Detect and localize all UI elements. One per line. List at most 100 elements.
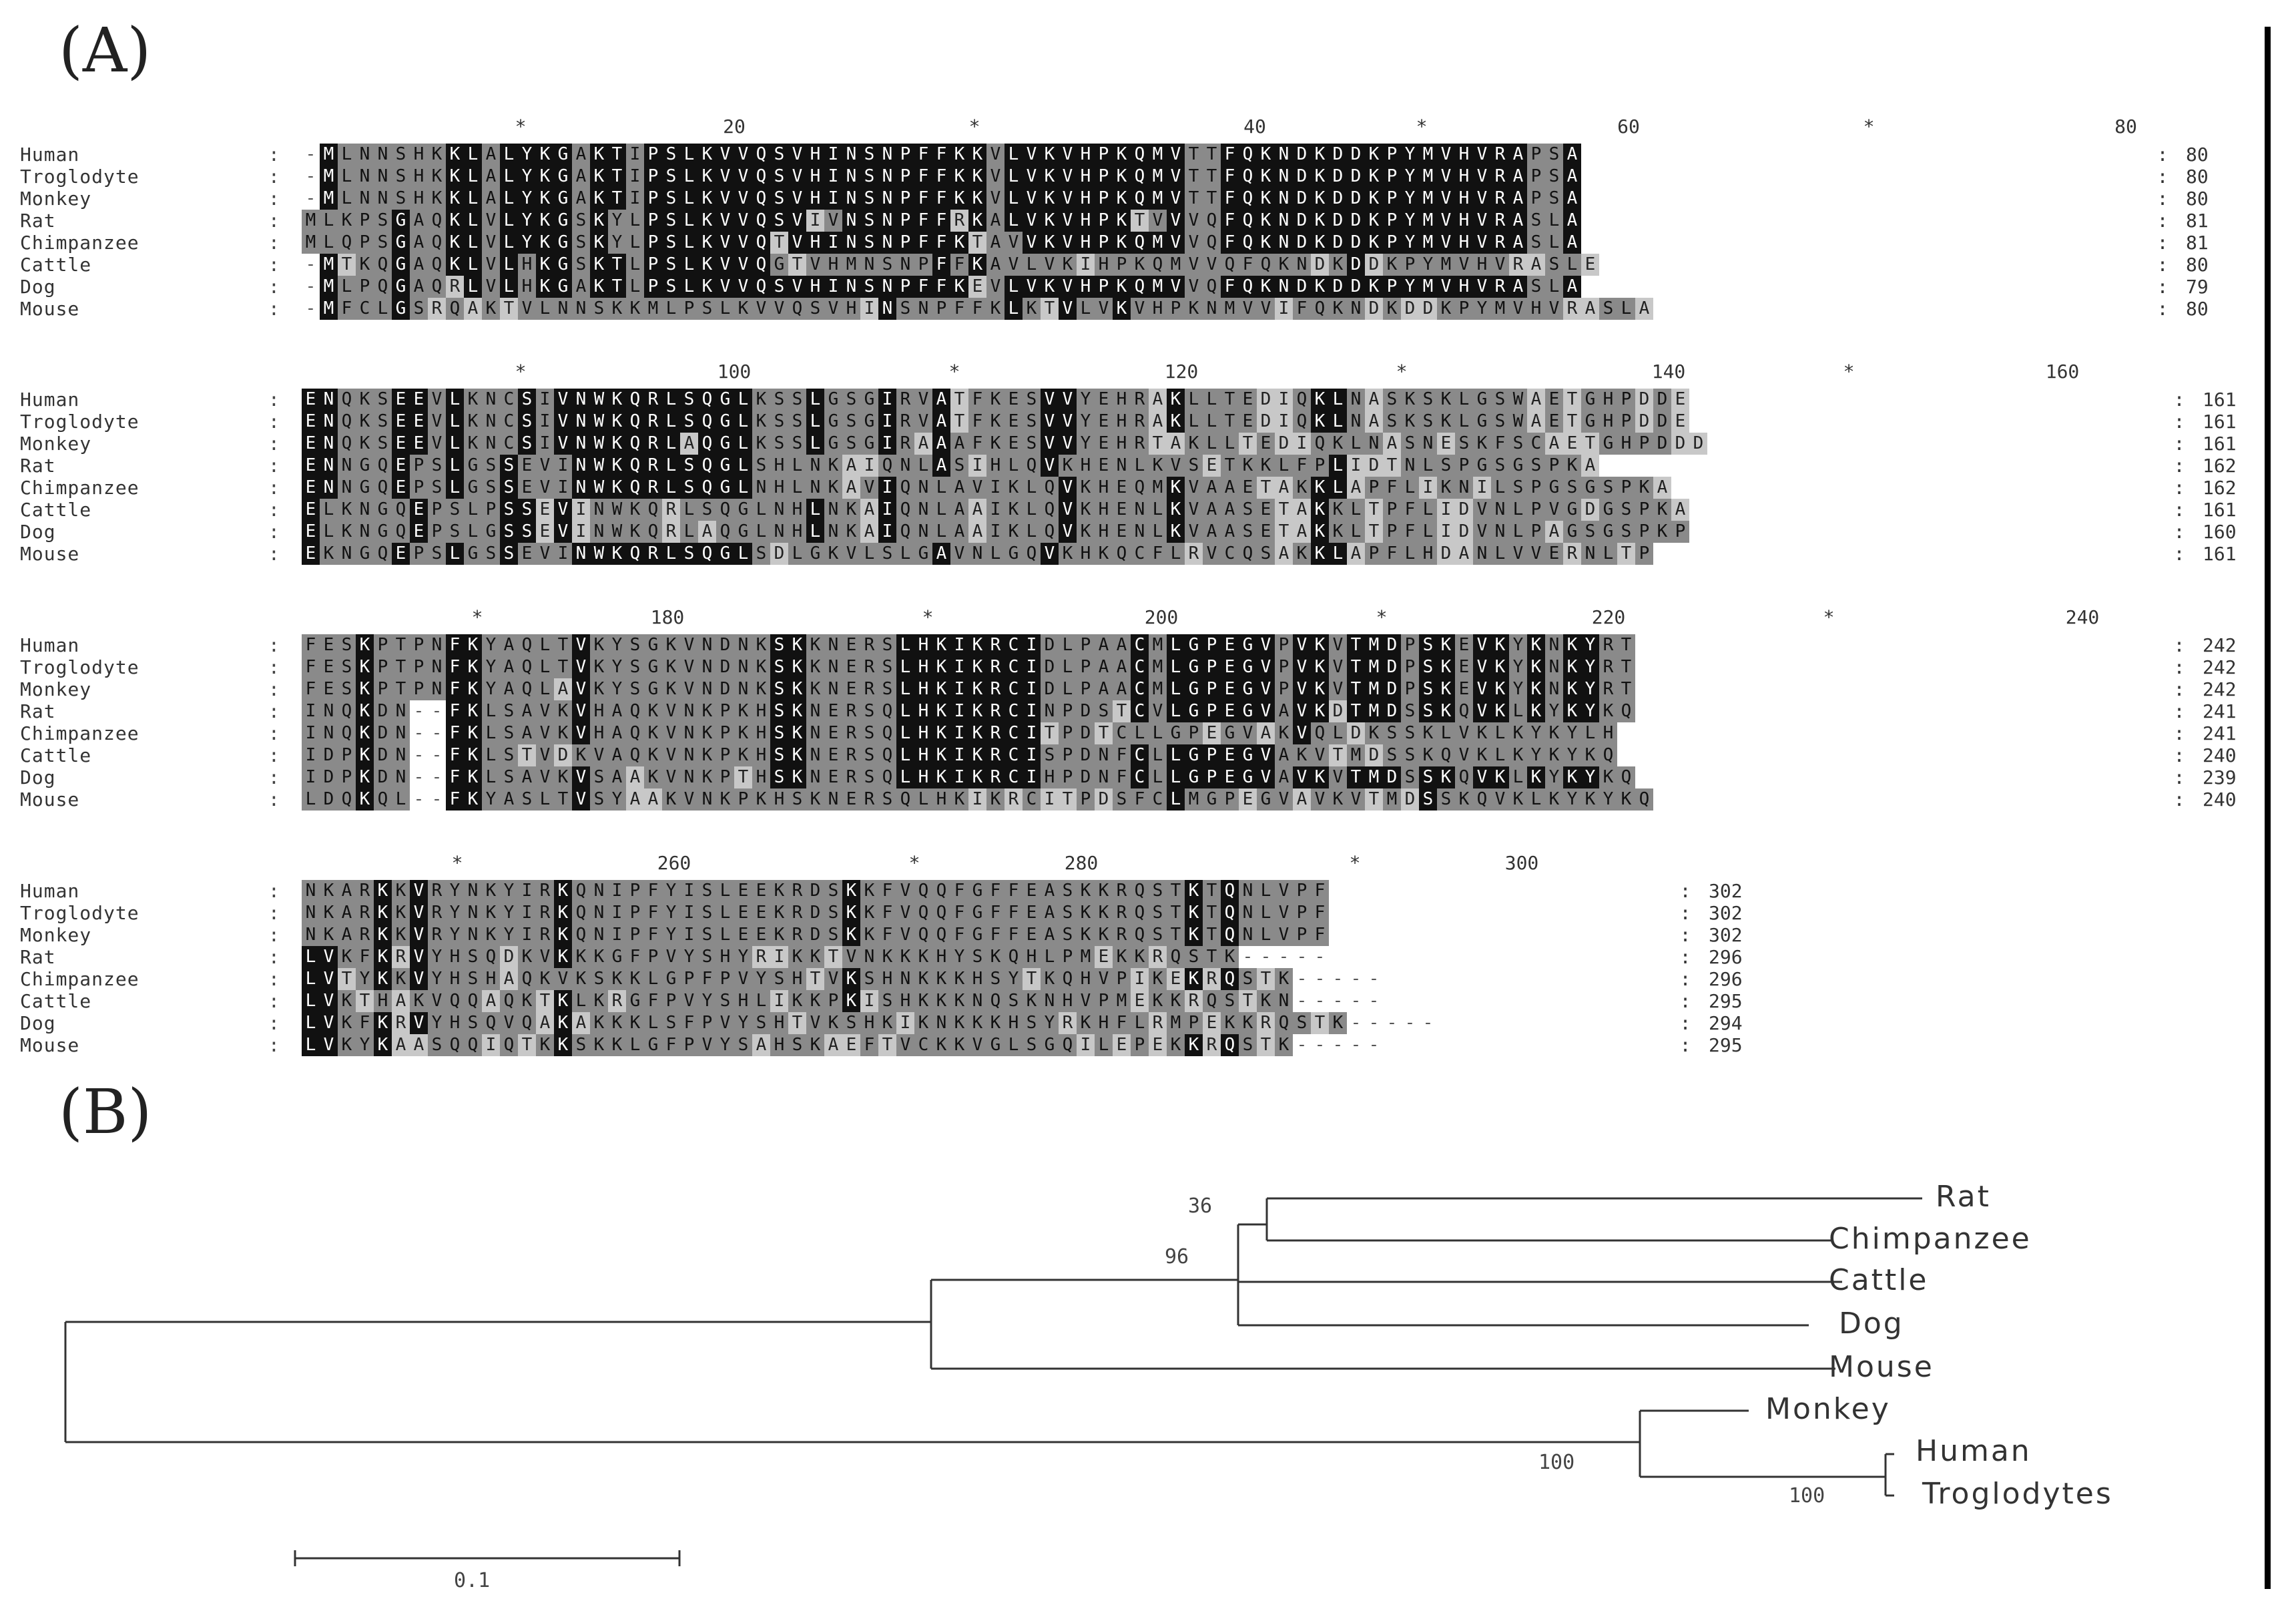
residue: Q [428, 276, 446, 298]
residue: V [734, 232, 752, 254]
residue: V [554, 499, 572, 521]
residue: H [752, 722, 770, 744]
residue: L [1437, 722, 1455, 744]
residue: V [1167, 188, 1185, 210]
residue: Q [1239, 276, 1257, 298]
residue: G [464, 543, 482, 565]
residue: T [950, 411, 968, 433]
residue: Q [626, 700, 644, 722]
residue: - [305, 166, 316, 186]
residue: K [968, 166, 986, 188]
residue: H [1077, 210, 1095, 232]
residue: T [770, 232, 788, 254]
residue: L [1509, 521, 1527, 543]
residue: D [1329, 166, 1347, 188]
residue: P [1095, 276, 1113, 298]
residue: I [1347, 455, 1365, 477]
residue: K [1275, 254, 1293, 276]
residue: Q [1131, 144, 1149, 166]
residue: V [1329, 678, 1347, 700]
residue: H [1455, 210, 1473, 232]
residue: L [1185, 389, 1203, 411]
residue: I [878, 477, 896, 499]
residue: Q [878, 744, 896, 766]
residue: K [446, 188, 464, 210]
residue: D [1329, 144, 1347, 166]
residue: T [1239, 433, 1257, 455]
residue: P [1401, 634, 1419, 656]
residue: K [932, 634, 950, 656]
residue: F [932, 210, 950, 232]
residue: E [1239, 411, 1257, 433]
residue: S [518, 433, 536, 455]
residue: G [1185, 678, 1203, 700]
residue: N [1401, 455, 1419, 477]
residue: T [554, 634, 572, 656]
residue: M [1419, 210, 1437, 232]
residue: A [554, 678, 572, 700]
residue: S [878, 678, 896, 700]
residue: P [1545, 455, 1563, 477]
residue: H [1455, 232, 1473, 254]
residue: V [716, 210, 734, 232]
residue: S [860, 276, 878, 298]
residue: A [482, 188, 500, 210]
residue: K [698, 210, 716, 232]
residue: V [1437, 144, 1455, 166]
residue: Q [698, 411, 716, 433]
panel-b-label: (B) [59, 1076, 152, 1148]
residue: W [590, 455, 608, 477]
residue: I [950, 700, 968, 722]
residue: S [1383, 722, 1401, 744]
residue: Y [518, 144, 536, 166]
residue: I [1437, 521, 1455, 543]
residue: P [356, 276, 374, 298]
residue: K [1365, 188, 1383, 210]
residue: G [716, 411, 734, 433]
residue: S [428, 455, 446, 477]
residue: K [1437, 656, 1455, 678]
residue: V [914, 389, 932, 411]
residue: G [356, 477, 374, 499]
residue: P [1383, 188, 1401, 210]
residue: - [305, 254, 316, 274]
residue: E [518, 477, 536, 499]
residue: V [788, 166, 806, 188]
residue: - [413, 723, 424, 743]
residue: K [752, 411, 770, 433]
residue: N [698, 634, 716, 656]
residue: V [1257, 298, 1275, 320]
residue: V [1023, 276, 1041, 298]
residue: V [1059, 433, 1077, 455]
residue: K [1041, 210, 1059, 232]
residue: K [1311, 232, 1329, 254]
residue: L [1545, 232, 1563, 254]
residue: L [1167, 678, 1185, 700]
residue: L [464, 499, 482, 521]
residue: D [1581, 499, 1599, 521]
residue: P [1401, 254, 1419, 276]
residue: F [932, 166, 950, 188]
residue: N [824, 656, 842, 678]
residue: K [446, 166, 464, 188]
residue: H [1113, 433, 1131, 455]
residue: L [806, 433, 824, 455]
residue: N [878, 232, 896, 254]
residue: S [1491, 455, 1509, 477]
residue: G [356, 543, 374, 565]
residue: K [356, 744, 374, 766]
residue: L [482, 744, 500, 766]
residue: Y [608, 232, 626, 254]
residue: Q [374, 276, 392, 298]
residue: Q [752, 188, 770, 210]
residue: E [392, 389, 410, 411]
residue: S [1545, 166, 1563, 188]
residue: H [1473, 254, 1491, 276]
residue: V [482, 210, 500, 232]
residue: L [1131, 455, 1149, 477]
residue: K [1491, 656, 1509, 678]
residue: S [698, 499, 716, 521]
residue: G [1185, 656, 1203, 678]
residue: R [1563, 298, 1581, 320]
